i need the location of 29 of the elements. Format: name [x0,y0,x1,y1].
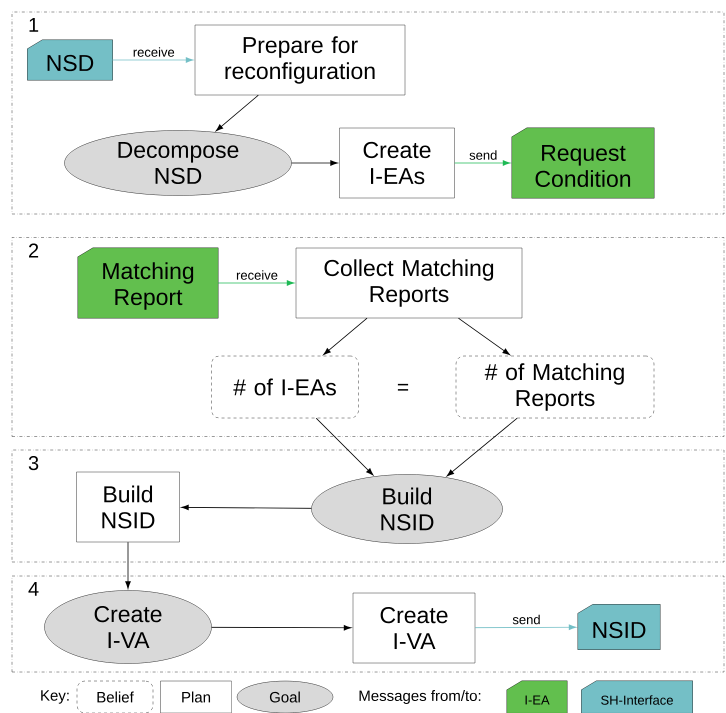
plan-box: Create I-EAs [339,128,455,198]
edge-label: receive [132,46,176,58]
belief-box: # of I-EAs [211,356,359,418]
arrow [323,318,368,356]
edge-label: send [511,614,542,626]
arrow [454,160,510,166]
plan-box: Prepare for reconfiguration [194,24,406,96]
belief-box: Belief [76,680,154,713]
arrow [181,504,312,510]
plan-box: Collect Matching Reports [296,248,522,318]
arrow [216,94,259,132]
arrow [316,418,374,476]
text-label: Messages from/to: [360,690,480,704]
edge-label: send [468,149,498,161]
arrow [458,318,510,356]
arrow [125,542,131,589]
arrow [218,280,294,286]
arrow [291,160,338,166]
plan-box: Plan [160,680,232,713]
arrow [112,57,194,63]
belief-box: # of Matching Reports [456,356,654,418]
plan-box: Create I-VA [352,592,476,664]
edge-label: receive [235,269,279,281]
arrow [211,625,352,630]
arrow [446,418,518,476]
plan-box: Build NSID [76,472,180,542]
text-label: Key: [41,690,69,704]
arrow [474,624,576,630]
text-label: = [398,384,408,391]
